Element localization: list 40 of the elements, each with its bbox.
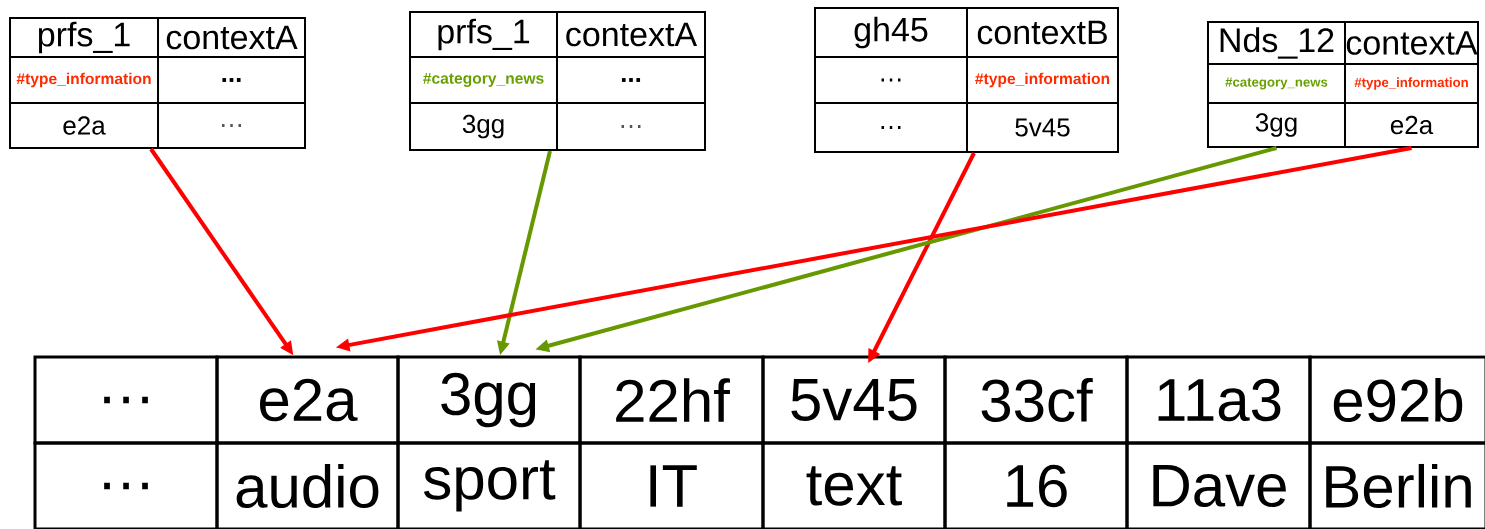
table-cell: …: [814, 102, 968, 153]
table-cell: …: [814, 56, 968, 104]
table-cell: prfs_1: [409, 11, 558, 58]
table-cell: 3gg: [409, 102, 558, 151]
table-cell: prfs_1: [9, 17, 159, 58]
table-cell: …: [556, 102, 706, 151]
table-cell: #category_news: [409, 56, 558, 104]
table-cell: …: [33, 355, 219, 445]
table-cell: Berlin: [1308, 441, 1485, 529]
table-cell: Nds_12: [1207, 21, 1346, 65]
table-cell: e2a: [9, 102, 159, 149]
table-cell: text: [761, 441, 947, 529]
table-cell: 5v45: [966, 102, 1119, 153]
table-cell: …: [33, 441, 219, 529]
table-cell: #category_news: [1207, 63, 1346, 104]
table-cell: sport: [396, 441, 582, 529]
table-cell: contextB: [966, 7, 1119, 58]
table-cell: 16: [943, 441, 1129, 529]
table-cell: 5v45: [761, 355, 947, 445]
table-cell: ...: [157, 56, 306, 104]
table-cell: gh45: [814, 7, 968, 58]
table-cell: #type_information: [1344, 63, 1479, 104]
table-cell: …: [157, 102, 306, 149]
table-cell: audio: [215, 441, 400, 529]
table-cell: 22hf: [578, 355, 765, 445]
table-cell: contextA: [157, 17, 306, 58]
table-cell: 3gg: [396, 355, 582, 445]
table-cell: e2a: [1344, 102, 1479, 148]
table-cell: #type_information: [966, 56, 1119, 104]
table-cell: e2a: [215, 355, 400, 445]
table-cell: contextA: [556, 11, 706, 58]
table-cell: 33cf: [943, 355, 1129, 445]
table-cell: contextA: [1344, 21, 1479, 65]
table-cell: Dave: [1125, 441, 1312, 529]
table-cell: e92b: [1308, 355, 1485, 445]
table-cell: IT: [578, 441, 765, 529]
table-cell: #type_information: [9, 56, 159, 104]
table-cell: 11a3: [1125, 355, 1312, 445]
table-cell: 3gg: [1207, 102, 1346, 148]
table-cell: ...: [556, 56, 706, 104]
